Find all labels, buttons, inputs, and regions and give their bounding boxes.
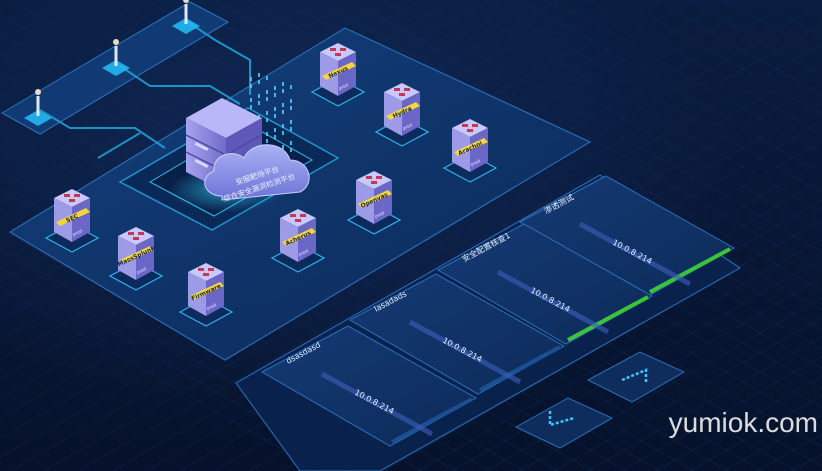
prev-button[interactable]: [514, 397, 614, 449]
node-sublabel: prod: [136, 266, 148, 276]
watermark-text: yumiok.com: [669, 407, 818, 438]
node-sublabel: prod: [72, 228, 84, 238]
next-button[interactable]: [586, 351, 686, 403]
node-sublabel: prod: [402, 122, 414, 132]
user-figures: [24, 0, 200, 126]
node-sublabel: prod: [338, 82, 350, 92]
node-sublabel: prod: [206, 302, 218, 312]
arrow-up-right-icon: [621, 368, 648, 384]
node-sublabel: prod: [298, 248, 310, 258]
user-figure: [102, 39, 130, 76]
node-sublabel: prod: [470, 158, 482, 168]
node-sublabel: prod: [374, 210, 386, 220]
user-figure: [172, 0, 200, 34]
panel-group: 渗透测试10.0.8.214安全配置核查110.0.8.214lasadads1…: [260, 175, 736, 447]
arrow-down-left-icon: [548, 411, 575, 427]
user-figure: [24, 89, 52, 126]
central-server-stack: [168, 98, 284, 212]
